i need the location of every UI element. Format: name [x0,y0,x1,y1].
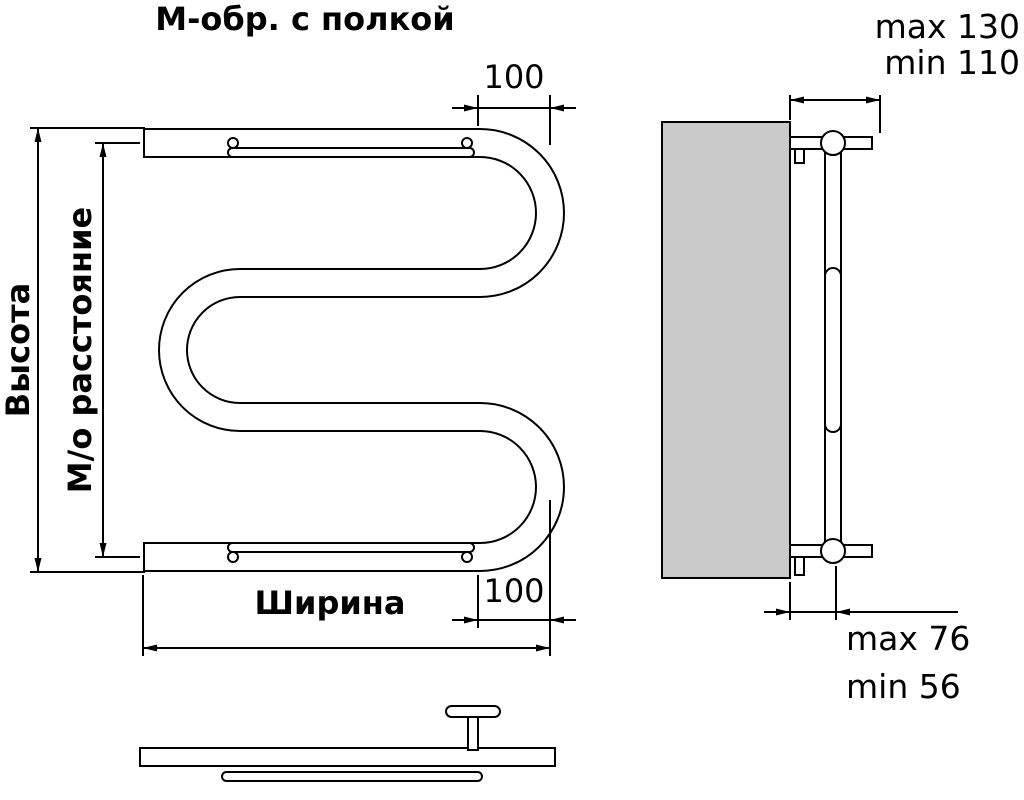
dim-width: Ширина [142,500,551,656]
arrowhead-left [790,96,804,104]
flange-top [820,130,846,156]
bracket-cap [445,705,501,718]
front-view [143,128,565,572]
dim-bottom-offset: 100 [452,572,576,628]
shelf-mount-bottom-left [227,551,239,563]
width-label: Ширина [255,584,406,622]
wall-offset-max: max 130 [875,7,1020,46]
arrowhead-down [99,543,107,557]
shelf-bracket-top [794,148,805,164]
wall-offset-min: min 110 [884,43,1020,82]
shelf-rail-top [227,147,475,158]
arrowhead-left [550,616,564,624]
bottom-view [139,705,556,782]
arrowhead-up [34,128,42,142]
top-offset-value: 100 [483,58,544,96]
shelf-mount-top-left [227,137,239,149]
arrowhead-right [776,608,790,616]
shelf-mount-bottom-right [461,551,473,563]
tube-bore [143,130,563,570]
arrowhead-right [464,616,478,624]
shelf-bracket-bottom [794,556,805,576]
arrowhead-left [550,104,564,112]
arrowhead-left [836,608,850,616]
arrowhead-right [866,96,880,104]
dim-wall-offset: max 130 min 110 [789,7,1020,133]
tube-outline [143,128,565,572]
dim-top-offset: 100 [452,58,576,145]
wall-panel [661,121,791,579]
drawing-title: М-обр. с полкой [155,0,454,38]
height-label: Высота [0,283,37,417]
axis-offset-max: max 76 [846,619,970,658]
arrowhead-right [464,104,478,112]
bracket-stem [467,713,479,751]
arrowhead-up [99,143,107,157]
rail-plan-body [139,747,556,767]
arrowhead-right [536,644,550,652]
dim-axis-offset: max 76 min 56 [764,566,970,706]
pipe-middle-sleeve [824,267,842,433]
bottom-offset-value: 100 [483,572,544,610]
shelf-plan-rail [221,771,483,782]
arrowhead-left [143,644,157,652]
dim-axial-distance: М/о расстояние [61,142,140,558]
flange-bottom [820,538,846,564]
shelf-mount-top-right [461,137,473,149]
side-view [661,121,873,579]
shelf-rail-bottom [227,542,475,553]
axis-offset-min: min 56 [846,667,961,706]
dim-height: Высота [0,127,145,573]
arrowhead-down [34,558,42,572]
axial-distance-label: М/о расстояние [61,207,99,493]
